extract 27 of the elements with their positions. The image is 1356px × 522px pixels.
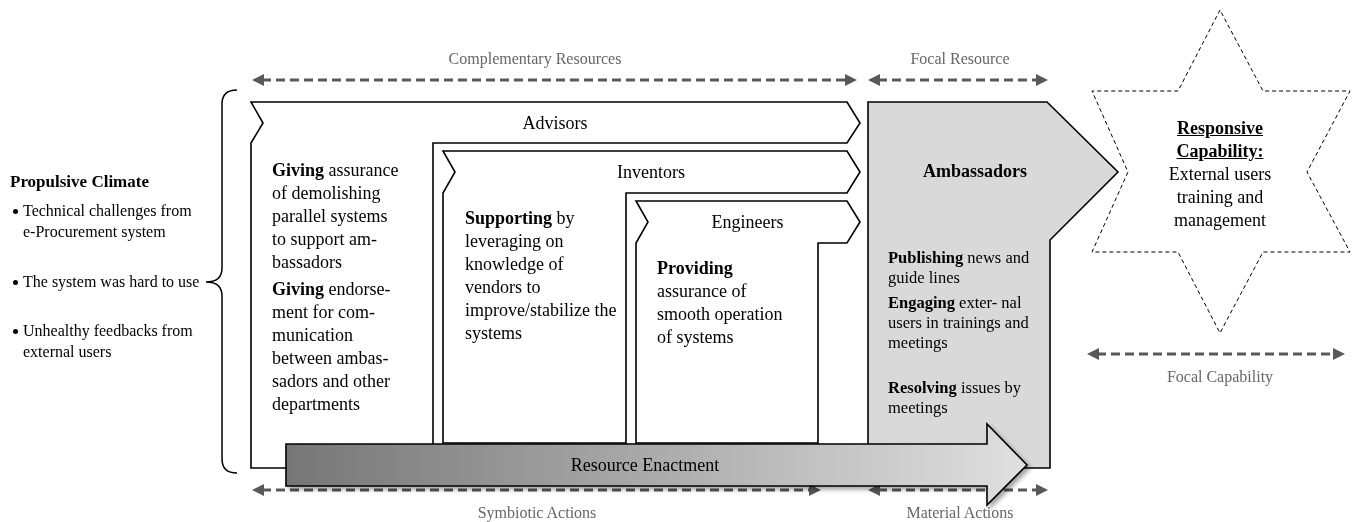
bullet-text: The system was hard to use — [23, 272, 201, 292]
bullet-text: Technical challenges from e-Procurement system — [23, 201, 193, 242]
span-label: Focal Capability — [1165, 367, 1275, 387]
box-title: Responsive Capability: — [1175, 117, 1265, 163]
span-label: Symbiotic Actions — [476, 503, 598, 522]
description-text: Giving endorse- ment for com- munication between ambas- sadors and other departments — [272, 278, 392, 416]
box-title: Resource Enactment — [569, 454, 721, 477]
block-arrow — [286, 423, 1028, 505]
description-text: Resolving issues by meetings — [888, 378, 1022, 418]
description-text: Supporting by leveraging on knowledge of vendors to improve/stabilize the systems — [465, 207, 618, 345]
group-heading: Propulsive Climate — [10, 171, 150, 192]
box-title: Ambassadors — [922, 160, 1028, 183]
span-label: Focal Resource — [909, 49, 1011, 69]
bullet-text: Unhealthy feedbacks from external users — [23, 321, 194, 362]
description-text: External users training and management — [1167, 163, 1273, 232]
chevron-box — [636, 201, 861, 444]
description-text: Engaging exter- nal users in trainings and meetings — [888, 293, 1030, 353]
box-title: Inventors — [616, 161, 686, 184]
chevron-box — [251, 102, 861, 469]
box-title: Advisors — [521, 112, 589, 135]
arrow-shape-box — [868, 102, 1119, 469]
span-label: Complementary Resources — [447, 49, 623, 69]
star-shape — [1092, 10, 1350, 334]
span-label: Material Actions — [905, 503, 1015, 522]
description-text: Providing assurance of smooth operation of systems — [657, 257, 784, 349]
chevron-box — [443, 151, 861, 444]
box-title: Engineers — [710, 211, 785, 234]
